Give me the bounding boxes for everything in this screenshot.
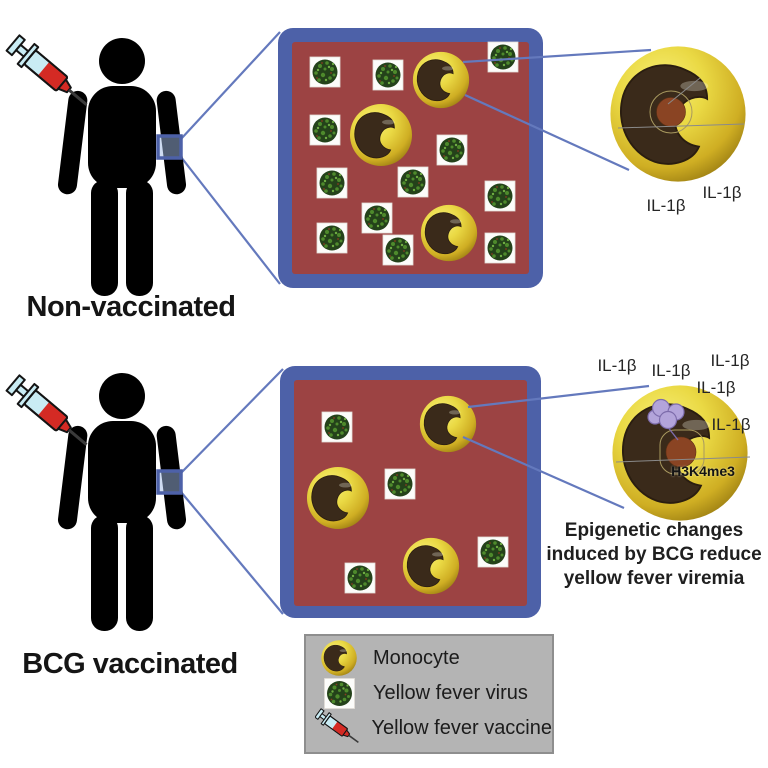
monocyte-icon: [402, 537, 460, 595]
yellow-fever-virus-icon: [321, 411, 353, 443]
monocyte-icon: [419, 395, 477, 453]
magnification-line: [180, 156, 281, 285]
yellow-fever-virus-icon: [372, 59, 404, 91]
panel-title-non-vaccinated: Non-vaccinated: [26, 291, 236, 323]
il1b-label: IL-1β: [710, 351, 750, 370]
legend: Monocyte Yellow fever virus Yellow fever…: [304, 634, 554, 754]
panel-non-vaccinated: [3, 28, 747, 296]
annotation-line: [617, 123, 745, 129]
magnification-line: [180, 491, 284, 615]
monocyte-icon: [349, 103, 413, 167]
yellow-fever-virus-icon: [487, 41, 519, 73]
magnification-line: [467, 384, 650, 409]
legend-row-vaccine: Yellow fever vaccine: [314, 706, 552, 750]
yellow-fever-virus-icon: [384, 468, 416, 500]
il1b-label: IL-1β: [696, 378, 736, 397]
legend-label: Monocyte: [373, 646, 460, 669]
phagosome-outline: [659, 429, 705, 475]
legend-label: Yellow fever virus: [373, 681, 528, 704]
monocyte-icon: [314, 639, 364, 677]
monocyte-icon: [420, 204, 478, 262]
zoom-region-square: [156, 134, 183, 160]
monocyte-enlarged-top: [609, 45, 747, 183]
legend-row-virus: Yellow fever virus: [314, 677, 552, 709]
epigenetic-caption: Epigenetic changes induced by BCG reduce…: [546, 520, 762, 590]
monocyte-enlarged-bottom: [611, 384, 751, 522]
phagosome-outline: [649, 90, 693, 134]
il1b-label: IL-1β: [702, 183, 742, 202]
yellow-fever-virus-icon: [316, 167, 348, 199]
il1b-label: IL-1β: [651, 361, 691, 380]
yellow-fever-virus-icon: [382, 234, 414, 266]
histone-complex-icon: [647, 398, 685, 430]
panel-title-bcg-vaccinated: BCG vaccinated: [22, 648, 238, 680]
magnification-line: [464, 93, 630, 172]
magnification-line: [180, 368, 284, 474]
annotation-line: [615, 456, 751, 463]
yellow-fever-virus-icon: [309, 114, 341, 146]
il1b-label: IL-1β: [711, 415, 751, 434]
yellow-fever-virus-icon: [316, 222, 348, 254]
h3k4me3-label: H3K4me3: [671, 463, 735, 479]
yellow-fever-virus-icon: [397, 166, 429, 198]
person-figure: [56, 373, 188, 631]
monocyte-icon: [306, 466, 370, 530]
magnification-line: [462, 48, 652, 64]
annotation-line: [667, 77, 701, 105]
yellow-fever-virus-icon: [477, 536, 509, 568]
yellow-fever-virus-icon: [484, 180, 516, 212]
yellow-fever-virus-icon: [344, 562, 376, 594]
il1b-label: IL-1β: [597, 356, 637, 375]
legend-row-monocyte: Monocyte: [314, 639, 552, 677]
monocyte-icon: [412, 51, 470, 109]
il1b-label: IL-1β: [646, 196, 686, 215]
yellow-fever-virus-icon: [484, 232, 516, 264]
syringe-icon: [314, 706, 363, 750]
person-figure: [56, 38, 188, 296]
virus-icon: [314, 677, 364, 709]
yellow-fever-virus-icon: [309, 56, 341, 88]
yellow-fever-virus-icon: [436, 134, 468, 166]
magnification-line: [180, 31, 281, 140]
yellow-fever-virus-icon: [361, 202, 393, 234]
magnification-line: [462, 435, 625, 510]
legend-label: Yellow fever vaccine: [371, 716, 552, 739]
zoom-region-square: [156, 469, 183, 495]
panel-bcg-vaccinated: [3, 366, 751, 631]
